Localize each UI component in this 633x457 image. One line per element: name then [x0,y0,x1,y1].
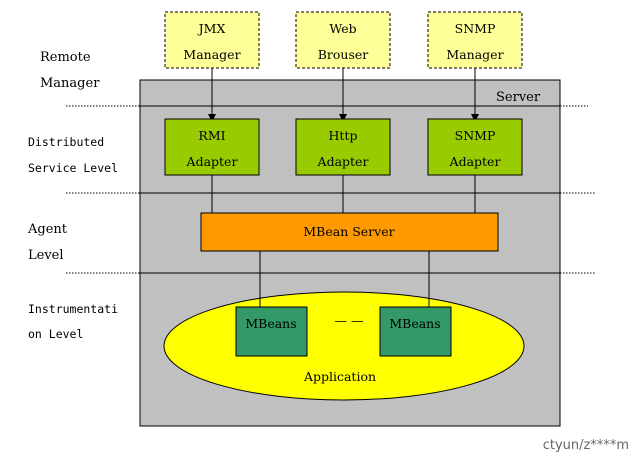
mbean-server-label: MBean Server [303,224,394,239]
mbeans-box-right [379,306,452,357]
adapter-http-line2: Adapter [317,154,369,169]
application-label: Application [303,369,376,384]
mbeans-ellipsis: — — [335,313,364,328]
manager-jmx-line2: Manager [183,47,240,62]
manager-jmx-line1: JMX [197,21,226,36]
adapter-snmp-line2: Adapter [449,154,501,169]
layer-distributed-line1: Distributed [28,135,104,149]
mbeans-left-label: MBeans [245,316,296,331]
adapter-box-rmi [164,118,260,176]
adapter-snmp-line1: SNMP [455,128,496,143]
layer-instr-line1: Instrumentati [28,302,118,316]
watermark: ctyun/z****m [542,438,629,453]
adapter-rmi-line2: Adapter [186,154,238,169]
layer-agent-line1: Agent [27,222,68,237]
layer-distributed-line2: Service Level [28,161,118,175]
mbeans-box-left [235,306,308,357]
manager-snmp-line2: Manager [446,47,503,62]
manager-web-line2: Brouser [318,47,369,62]
adapter-box-snmp [427,118,523,176]
adapter-rmi-line1: RMI [198,128,225,143]
mbeans-right-label: MBeans [389,316,440,331]
mbean-server-box [200,212,499,252]
manager-web-line1: Web [329,21,356,36]
server-label: Server [496,90,541,105]
layer-agent-line2: Level [28,248,64,263]
manager-box-web [295,11,391,69]
adapter-box-http [295,118,391,176]
layer-instr-line2: on Level [28,327,83,341]
layer-remote-line2: Manager [40,76,100,91]
layer-remote-line1: Remote [40,50,91,65]
adapter-http-line1: Http [329,128,358,143]
manager-box-snmp [427,11,523,69]
manager-snmp-line1: SNMP [455,21,496,36]
